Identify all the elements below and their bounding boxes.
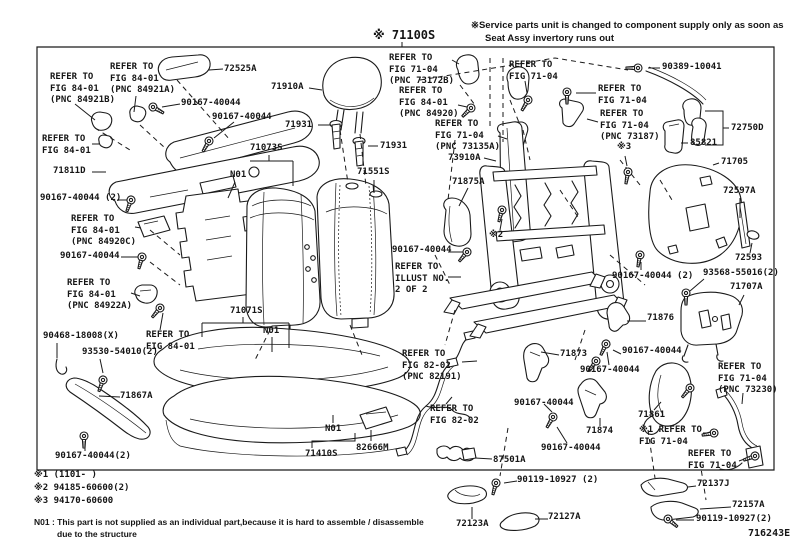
- label-72597a: 72597A: [723, 186, 756, 196]
- label-71931-b: 71931: [380, 141, 408, 151]
- label-72750d: 72750D: [731, 123, 764, 133]
- legend-note-3: ※3 94170-60600: [34, 496, 114, 506]
- label-90167-40044-2-a: 90167-40044 (2): [40, 193, 122, 203]
- label-72525a: 72525A: [224, 64, 257, 74]
- label-refer-fig71-04-pnc73230: REFER TO FIG 71-04 (PNC 73230): [718, 362, 778, 395]
- label-90389-10041: 90389-10041: [662, 62, 722, 72]
- label-71705: 71705: [721, 157, 749, 167]
- label-90167-40044-f: 90167-40044: [580, 365, 640, 375]
- label-71910a: 71910A: [271, 82, 304, 92]
- label-refer-fig84-01-pnc84920: REFER TO FIG 84-01 (PNC 84920): [399, 86, 459, 119]
- assembly-code: ※ 71100S: [373, 28, 436, 42]
- diagram-border: [37, 47, 774, 470]
- seat-parts-art: [56, 55, 763, 531]
- label-refer-fig82-02-pnc82191: REFER TO FIG 82-02 (PNC 82191): [402, 349, 462, 382]
- label-71876: 71876: [647, 313, 675, 323]
- label-72137j: 72137J: [697, 479, 730, 489]
- drawing-code: 716243E: [748, 528, 791, 539]
- label-71410s: 71410S: [305, 449, 338, 459]
- label-refer-fig84-01-pnc84920c: REFER TO FIG 84-01 (PNC 84920C): [71, 214, 137, 247]
- label-93530-54010-2: 93530-54010(2): [82, 347, 158, 357]
- label-90119-10927-2-b: 90119-10927(2): [696, 514, 772, 524]
- label-90167-40044-2-c: 90167-40044 (2): [612, 271, 694, 281]
- label-71861: 71861: [638, 410, 666, 420]
- label-93568-55016-2: 93568-55016(2): [703, 268, 779, 278]
- label-ref3: ※3: [617, 142, 632, 152]
- label-refer-fig84-01-b: REFER TO FIG 84-01: [146, 330, 195, 352]
- label-90167-40044-e: 90167-40044: [622, 346, 682, 356]
- label-85821: 85821: [690, 138, 718, 148]
- label-refer-fig84-01-pnc84921b: REFER TO FIG 84-01 (PNC 84921B): [50, 72, 116, 105]
- label-72123a: 72123A: [456, 519, 489, 529]
- label-71873: 71873: [560, 349, 588, 359]
- label-refer-fig71-04-c: REFER TO FIG 71-04: [688, 449, 737, 471]
- label-90167-40044-a: 90167-40044: [181, 98, 241, 108]
- leader-lines: [57, 60, 752, 520]
- label-refer-illust: REFER TO ILLUST NO. 2 OF 2: [395, 262, 450, 295]
- label-refer-fig71-04-pnc73187: REFER TO FIG 71-04 (PNC 73187): [600, 109, 660, 142]
- label-90167-40044-b: 90167-40044: [212, 112, 272, 122]
- label-90167-40044-d: 90167-40044: [392, 245, 452, 255]
- legend-note-1: ※1 (1101- ): [34, 470, 97, 480]
- n01-note-line1: N01 : This part is not supplied as an in…: [34, 517, 424, 527]
- label-71551s: 71551S: [357, 167, 390, 177]
- label-refer-fig82-02: REFER TO FIG 82-02: [430, 404, 479, 426]
- label-71875a: 71875A: [452, 177, 485, 187]
- label-refer-fig84-01-pnc84921a: REFER TO FIG 84-01 (PNC 84921A): [110, 62, 176, 95]
- label-n01-b: N01: [263, 326, 280, 336]
- label-71811d: 71811D: [53, 166, 86, 176]
- label-90167-40044-h: 90167-40044: [541, 443, 601, 453]
- label-72593: 72593: [735, 253, 763, 263]
- label-71707a: 71707A: [730, 282, 763, 292]
- label-73910a: 73910A: [448, 153, 481, 163]
- label-90167-40044-2-b: 90167-40044(2): [55, 451, 131, 461]
- label-refer-fig71-04-pnc73172b: REFER TO FIG 71-04 (PNC 73172B): [389, 53, 455, 86]
- label-72127a: 72127A: [548, 512, 581, 522]
- label-87501a: 87501A: [493, 455, 526, 465]
- label-90468-18008x: 90468-18008(X): [43, 331, 119, 341]
- label-ref2: ※2: [489, 230, 504, 240]
- label-refer-fig71-04-pnc73135a: REFER TO FIG 71-04 (PNC 73135A): [435, 119, 501, 152]
- service-note-line2: Seat Assy invertory runs out: [485, 33, 614, 44]
- label-71071s: 71071S: [230, 306, 263, 316]
- label-refer-fig71-04-b: REFER TO FIG 71-04: [598, 84, 647, 106]
- label-refer-fig71-04-a: REFER TO FIG 71-04: [509, 60, 558, 82]
- label-ref1-refer-fig71-04: ※1 REFER TO FIG 71-04: [639, 425, 702, 447]
- label-71867a: 71867A: [120, 391, 153, 401]
- legend-note-2: ※2 94185-60600(2): [34, 483, 130, 493]
- dashed-assembly-lines: [95, 58, 706, 500]
- label-82666m: 82666M: [356, 443, 389, 453]
- label-90167-40044-g: 90167-40044: [514, 398, 574, 408]
- label-90167-40044-c: 90167-40044: [60, 251, 120, 261]
- label-71874: 71874: [586, 426, 614, 436]
- label-72157a: 72157A: [732, 500, 765, 510]
- label-n01-a: N01: [230, 170, 247, 180]
- n01-note-line2: due to the structure: [57, 529, 137, 539]
- label-71931-a: 71931: [285, 120, 313, 130]
- service-note-line1: ※Service parts unit is changed to compon…: [471, 20, 784, 31]
- label-n01-c: N01: [325, 424, 342, 434]
- label-71073s: 71073S: [250, 143, 283, 153]
- label-90119-10927-2-a: 90119-10927 (2): [517, 475, 599, 485]
- label-refer-fig84-01-pnc84922a: REFER TO FIG 84-01 (PNC 84922A): [67, 278, 133, 311]
- label-refer-fig84-01-a: REFER TO FIG 84-01: [42, 134, 91, 156]
